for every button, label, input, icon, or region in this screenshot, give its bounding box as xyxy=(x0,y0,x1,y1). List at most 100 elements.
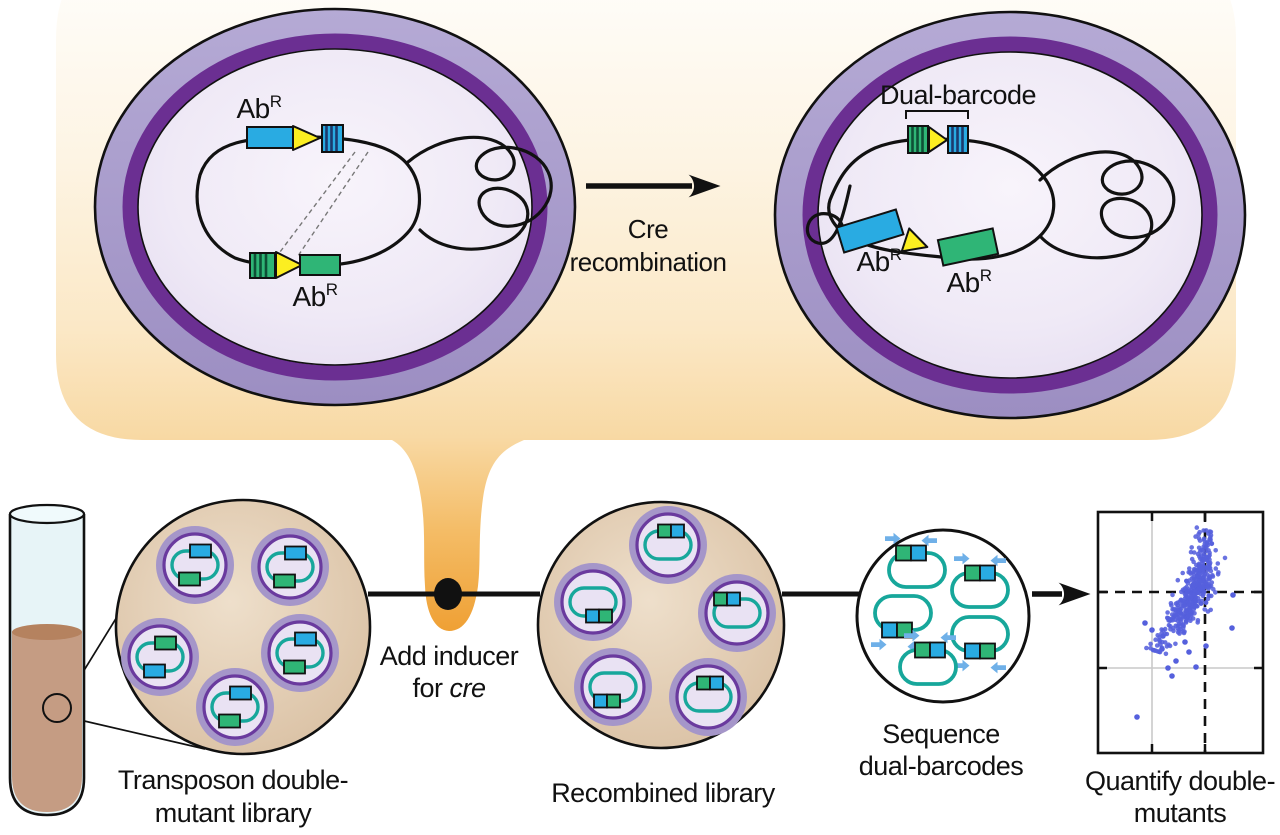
scatter-point xyxy=(1173,617,1178,623)
recombination-dashes xyxy=(279,151,369,257)
tube-liquid xyxy=(12,632,82,812)
mini-cell xyxy=(669,658,747,736)
scatter-point xyxy=(1188,549,1194,555)
mini-gene-top xyxy=(284,545,307,561)
scatter-point xyxy=(1190,582,1196,587)
scatter-point xyxy=(1194,568,1199,573)
construct-top xyxy=(246,124,344,153)
scatter-point xyxy=(1148,641,1153,647)
abr-label-left: AbR xyxy=(856,245,901,277)
quantify-label-line1: Quantify double- xyxy=(1085,766,1275,796)
barcode-pair-left xyxy=(696,675,711,691)
scatter-outlier-point xyxy=(1229,625,1235,631)
scatter-point xyxy=(1163,651,1169,657)
recombined-library-circle xyxy=(536,500,786,750)
scatter-point xyxy=(1144,645,1149,651)
scatter-point xyxy=(1222,555,1228,561)
scatter-point xyxy=(1165,610,1170,615)
scatter-point xyxy=(1182,596,1188,601)
scatter-outlier-point xyxy=(1142,620,1148,626)
scatter-point xyxy=(1198,601,1204,606)
barcode-pair-right xyxy=(598,608,613,624)
cre-label-line2: recombination xyxy=(570,247,727,277)
scatter-point xyxy=(1197,549,1203,554)
loxp-triangle-icon xyxy=(900,227,929,253)
mini-cell xyxy=(574,648,652,726)
scatter-point xyxy=(1205,565,1210,571)
scatter-point xyxy=(1204,541,1210,546)
transposon-label-line1: Transposon double- xyxy=(118,765,348,795)
sequence-label-line2: dual-barcodes xyxy=(859,751,1024,781)
scatter-point xyxy=(1178,606,1184,612)
axis-ticks xyxy=(1098,512,1263,753)
mini-gene-top xyxy=(189,543,212,559)
mini-gene-bottom xyxy=(273,573,296,589)
abr-gene-blue xyxy=(246,126,294,149)
scatter-outlier-point xyxy=(1230,592,1236,598)
scatter-outlier-point xyxy=(1186,649,1192,655)
scatter-point xyxy=(1209,593,1214,599)
barcode-pair-left xyxy=(895,544,912,562)
chromosome-tangle xyxy=(1038,150,1176,260)
sequenced-plasmid xyxy=(950,552,1010,609)
scatter-outlier-point xyxy=(1149,627,1155,633)
scatter-point xyxy=(1201,578,1206,583)
scatter-point xyxy=(1180,587,1186,592)
scatter-point xyxy=(1195,596,1201,601)
scatter-point xyxy=(1151,647,1156,653)
abr-label-right: AbR xyxy=(946,266,991,298)
scatter-point xyxy=(1205,596,1211,602)
scatter-point xyxy=(1180,615,1186,620)
host-cell-after: Dual-barcode AbR AbR xyxy=(773,10,1247,420)
cell-inner-hairline xyxy=(137,48,533,366)
scatter-point xyxy=(1202,607,1207,612)
scatter-outlier-point xyxy=(1165,665,1171,671)
sequence-label-line1: Sequence xyxy=(882,719,1000,749)
barcode-pair-right xyxy=(726,591,741,607)
barcode-pair-left xyxy=(713,591,728,607)
scatter-outlier-point xyxy=(1173,658,1179,664)
sequenced-plasmid xyxy=(885,532,947,589)
scatter-point xyxy=(1158,642,1163,647)
scatter-point xyxy=(1155,633,1160,638)
scatter-point xyxy=(1157,637,1162,643)
scatter-point xyxy=(1199,553,1204,558)
liquid-surface xyxy=(12,624,82,640)
mini-cell xyxy=(121,618,199,696)
mini-cell xyxy=(156,526,234,604)
transposon-mini-cells xyxy=(121,526,339,746)
barcode-pair-left xyxy=(964,564,981,582)
scatter-point xyxy=(1162,626,1168,632)
quantify-label-line2: mutants xyxy=(1134,798,1227,828)
recombined-genes xyxy=(835,208,1000,267)
scatter-point xyxy=(1194,525,1200,530)
primer-arrow-icon xyxy=(871,638,887,651)
scatter-point xyxy=(1208,607,1213,613)
mini-gene-bottom xyxy=(218,713,241,729)
barcode-pair-left xyxy=(914,641,931,659)
tube-opening xyxy=(8,503,86,525)
dual-barcode-bracket xyxy=(905,110,969,119)
scatter-point xyxy=(1191,559,1196,565)
mini-gene-bottom xyxy=(283,659,306,675)
primer-arrow-icon xyxy=(921,534,937,547)
scatter-point xyxy=(1186,613,1191,619)
scatter-point xyxy=(1200,593,1206,599)
barcode-pair-right xyxy=(979,564,996,582)
dual-barcode-construct: Dual-barcode xyxy=(880,80,1037,154)
tube-outline xyxy=(8,514,86,817)
barcode-pair-right xyxy=(709,675,724,691)
loxp-triangle-icon xyxy=(928,126,948,153)
scatter-point xyxy=(1196,536,1202,541)
scatter-point xyxy=(1203,600,1209,605)
primer-arrow-icon xyxy=(954,552,970,565)
barcode-pair-left xyxy=(964,642,981,660)
plasmid-left-loop xyxy=(805,184,852,245)
scatter-point xyxy=(1195,582,1201,587)
scatter-point xyxy=(1209,541,1215,546)
primer-arrow-icon xyxy=(990,554,1006,567)
mini-cell xyxy=(698,574,776,652)
scatter-point xyxy=(1198,565,1203,571)
